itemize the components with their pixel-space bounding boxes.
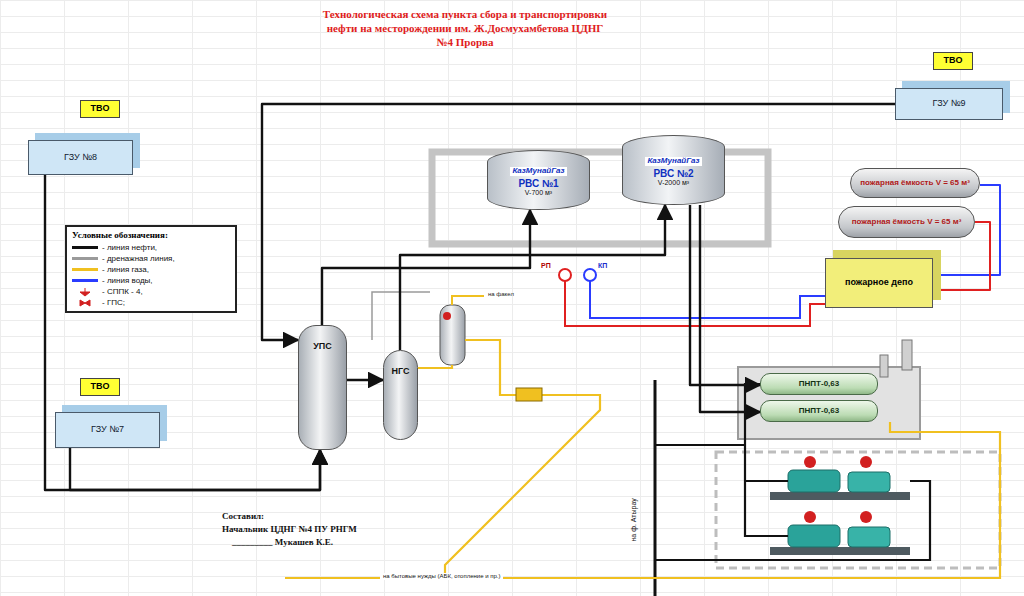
node-text: ТВО [91,382,110,392]
fire-water-tank: пожарная ёмкость V = 65 м³ [850,168,980,198]
node-text: ТВО [944,56,963,66]
pump-area [716,452,1000,568]
node-text: УПС [313,342,332,352]
signature-line: Начальник ЦДНГ №4 ПУ РНГМ [222,525,357,535]
fire-water-tank: пожарная ёмкость V = 65 м³ [838,206,975,238]
legend-heading: Условные обозначения: [72,230,230,240]
hydrant-label: РП [541,262,551,270]
valve-symbol [72,287,98,297]
signature-line: Составил: [222,512,264,522]
legend-text: - дренажная линия, [102,254,175,263]
node-text: V-700 м³ [525,189,552,197]
legend-text: - линия нефти, [102,243,157,252]
oil-heater: ПНПТ-0,63 [760,373,878,395]
gas-line [285,422,1000,578]
water-line [590,281,825,318]
hydrant-label: КП [598,262,607,270]
oil-pipe [654,380,657,596]
legend-text: - ГПС; [102,298,125,307]
pipeline-connector [262,104,895,340]
pipeline-connector [45,175,320,490]
gas-line [418,365,452,368]
separator-vessel: НГС [383,350,418,440]
node-text: НГС [392,367,410,377]
tag-box: ТВО [80,100,120,118]
node-text: V-2000 м³ [658,179,689,187]
metering-unit-box: ГЗУ №7 [55,412,160,448]
heater-platform [738,367,920,439]
legend-text: - СППК - 4, [102,287,143,296]
metering-unit-box: ГЗУ №9 [895,88,1003,120]
node-text: ТВО [91,104,110,114]
heater-stack [902,340,912,370]
node-text: ГЗУ №9 [933,99,966,109]
oil-pipe [655,444,745,446]
tag-box: ТВО [933,52,973,70]
node-text: пожарная ёмкость V = 65 м³ [860,179,970,188]
legend-row: - линия нефти, [72,242,230,253]
node-text: РВС №2 [653,168,693,179]
node-text: ГЗУ №8 [64,153,97,163]
legend-row: - дренажная линия, [72,253,230,264]
separator-vessel: УПС [298,325,347,450]
pipeline-connector [400,205,665,350]
legend-swatch [72,257,98,260]
fire-station-box: пожарное депо [825,258,933,308]
node-text: ГЗУ №7 [91,425,124,435]
pipeline-connector [700,205,760,412]
diagram-title: Технологическая схема пункта сбора и тра… [320,8,610,49]
legend-text: - линия газа, [102,265,149,274]
pipeline-connector [70,448,320,490]
legend-text: - линия воды, [102,276,153,285]
fire-line [565,281,825,326]
gas-line [452,296,484,305]
node-text: КазМунайГаз [645,157,701,166]
storage-tank: КазМунайГазРВС №1V-700 м³ [487,150,590,210]
pipeline-direction: на бытовые нужды (АБК, отопление и пр.) [380,573,503,580]
node-text: пожарное депо [845,278,913,288]
flare-label: на факел [488,291,514,298]
valve-symbol [72,298,98,308]
node-text: КазМунайГаз [510,167,566,176]
gas-separator [440,305,465,365]
safety-valve [443,312,451,320]
legend-row: - линия воды, [72,275,230,286]
pump-unit [770,456,910,500]
metering-unit-box: ГЗУ №8 [28,140,133,175]
legend-box: Условные обозначения: - линия нефти, - дре… [65,225,237,313]
node-text: ПНПТ-0,63 [799,407,839,416]
legend-swatch [72,246,98,249]
gas-line [445,340,600,578]
oil-heater: ПНПТ-0,63 [760,400,878,422]
legend-swatch [72,279,98,282]
pipeline-connector [322,210,530,325]
tag-box: ТВО [80,378,120,396]
oil-pipe [745,480,788,482]
hydrant-symbol [559,269,571,281]
legend-row: - СППК - 4, [72,286,230,297]
legend-swatch [72,268,98,271]
oil-pipe [655,481,930,560]
legend-row: - линия газа, [72,264,230,275]
node-text: ПНПТ-0,63 [799,380,839,389]
pipeline-connector [347,379,383,381]
node-text: пожарная ёмкость V = 65 м³ [852,218,962,227]
pump-unit [770,511,910,555]
signature-line: _________ Мукашев К.Е. [232,538,333,548]
hydrant-symbol [584,269,596,281]
pipeline-direction: на ф. Атырау [630,498,638,541]
heater-stack [880,355,888,377]
storage-tank: КазМунайГазРВС №2V-2000 м³ [622,135,725,205]
gas-meter [516,388,542,401]
legend-row: - ГПС; [72,297,230,308]
node-text: РВС №1 [518,178,558,189]
